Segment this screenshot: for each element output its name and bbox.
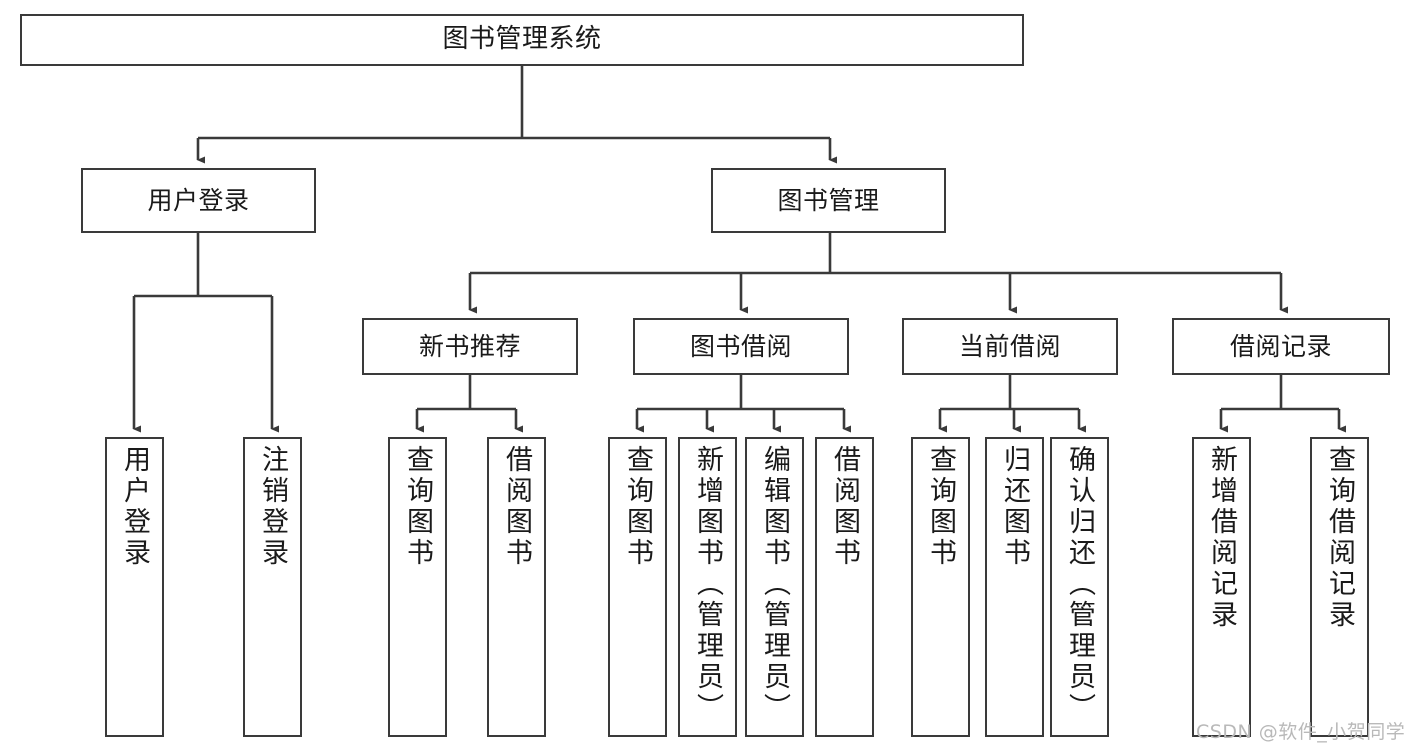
node-leaf-add-record-label: 新增借阅记录 (1206, 445, 1237, 631)
node-user-login[interactable]: 用户登录 (81, 168, 316, 233)
csdn-watermark: CSDN @软件_小贺同学 (1196, 721, 1405, 743)
node-leaf-edit-book[interactable]: 编辑图书（管理员） (745, 437, 804, 737)
node-new-book-recommend[interactable]: 新书推荐 (362, 318, 578, 375)
node-leaf-borrow-book-1[interactable]: 借阅图书 (487, 437, 546, 737)
node-leaf-borrow-book-2[interactable]: 借阅图书 (815, 437, 874, 737)
node-leaf-query-book-3-label: 查询图书 (925, 445, 956, 569)
node-borrow-record-label: 借阅记录 (1229, 331, 1332, 361)
node-leaf-user-login-label: 用户登录 (119, 445, 150, 569)
node-root[interactable]: 图书管理系统 (20, 14, 1024, 66)
node-leaf-user-logout-label: 注销登录 (257, 445, 288, 569)
node-leaf-query-record-label: 查询借阅记录 (1324, 445, 1355, 631)
node-user-login-label: 用户登录 (147, 185, 250, 215)
node-leaf-query-book-1[interactable]: 查询图书 (388, 437, 447, 737)
node-book-borrow-label: 图书借阅 (689, 331, 792, 361)
node-leaf-confirm-return-label: 确认归还（管理员） (1064, 445, 1095, 724)
node-leaf-return-book[interactable]: 归还图书 (985, 437, 1044, 737)
node-leaf-query-book-2[interactable]: 查询图书 (608, 437, 667, 737)
node-leaf-edit-book-label: 编辑图书（管理员） (759, 445, 790, 724)
node-leaf-user-logout[interactable]: 注销登录 (243, 437, 302, 737)
node-leaf-query-record[interactable]: 查询借阅记录 (1310, 437, 1369, 737)
node-leaf-add-record[interactable]: 新增借阅记录 (1192, 437, 1251, 737)
node-root-label: 图书管理系统 (442, 24, 602, 55)
node-current-borrow-label: 当前借阅 (958, 331, 1061, 361)
node-leaf-user-login[interactable]: 用户登录 (105, 437, 164, 737)
node-leaf-query-book-2-label: 查询图书 (622, 445, 653, 569)
node-leaf-add-book-label: 新增图书（管理员） (692, 445, 723, 724)
node-leaf-borrow-book-1-label: 借阅图书 (501, 445, 532, 569)
node-leaf-return-book-label: 归还图书 (999, 445, 1030, 569)
node-book-manage-label: 图书管理 (777, 185, 880, 215)
node-leaf-borrow-book-2-label: 借阅图书 (829, 445, 860, 569)
node-book-borrow[interactable]: 图书借阅 (633, 318, 849, 375)
node-leaf-confirm-return[interactable]: 确认归还（管理员） (1050, 437, 1109, 737)
node-borrow-record[interactable]: 借阅记录 (1172, 318, 1390, 375)
node-current-borrow[interactable]: 当前借阅 (902, 318, 1118, 375)
node-leaf-query-book-3[interactable]: 查询图书 (911, 437, 970, 737)
node-book-manage[interactable]: 图书管理 (711, 168, 946, 233)
node-new-book-recommend-label: 新书推荐 (418, 331, 521, 361)
node-leaf-add-book[interactable]: 新增图书（管理员） (678, 437, 737, 737)
node-leaf-query-book-1-label: 查询图书 (402, 445, 433, 569)
